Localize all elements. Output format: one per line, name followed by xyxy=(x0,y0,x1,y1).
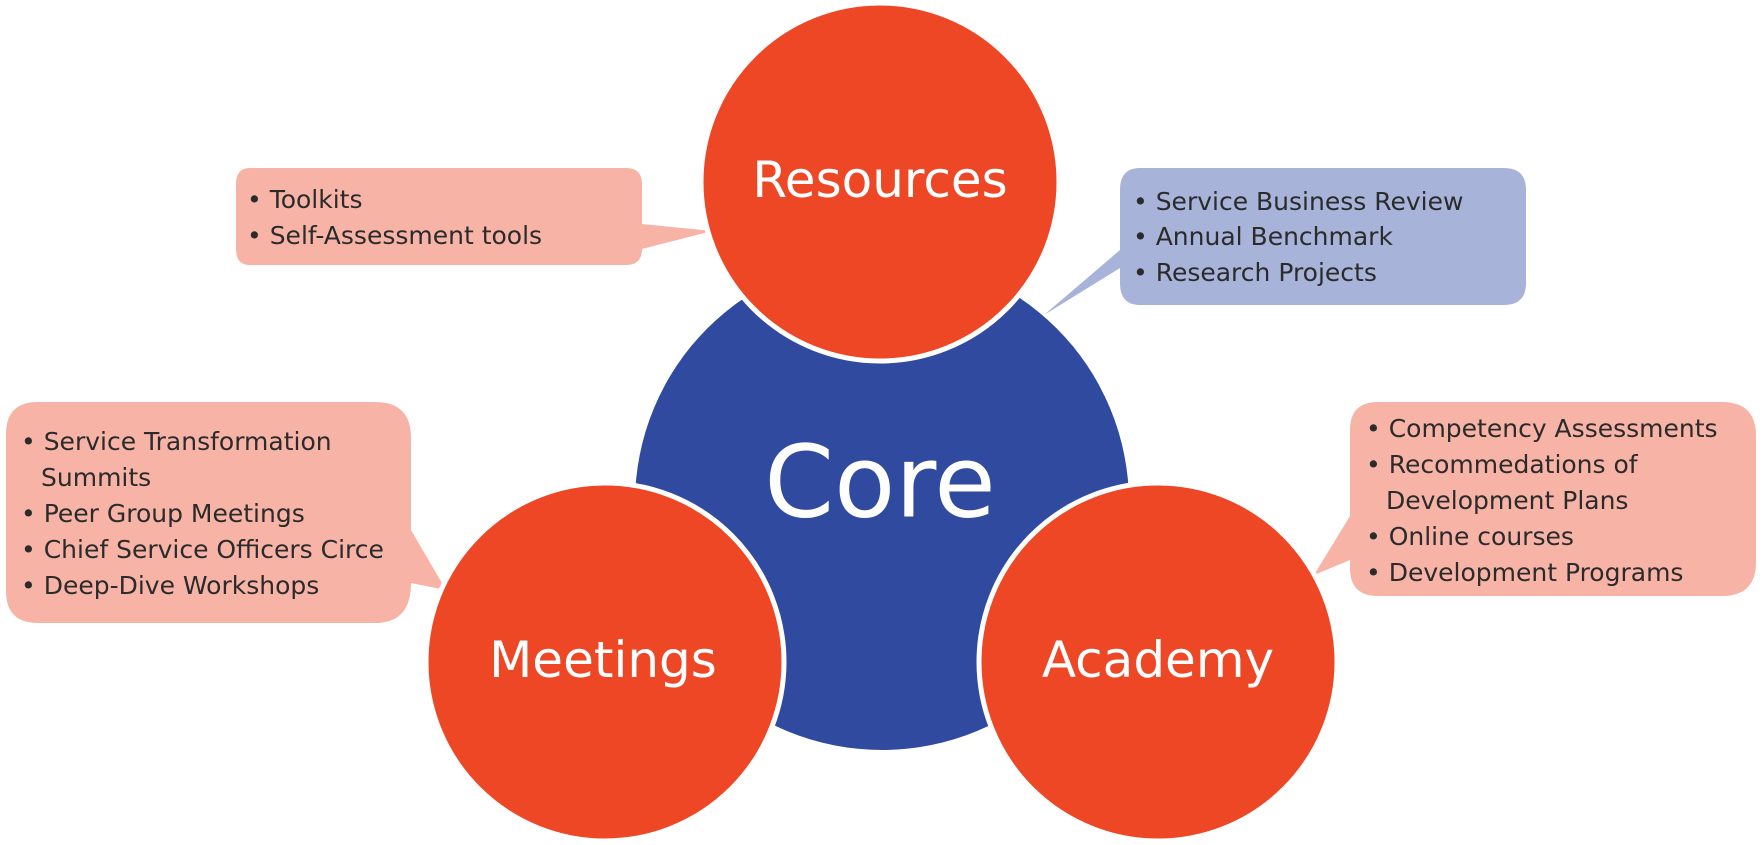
callout-resources-bubble xyxy=(236,168,712,265)
callout-academy-line-2: • Recommedations of xyxy=(1366,450,1639,479)
callout-core-line-3: • Research Projects xyxy=(1133,258,1377,287)
callout-meetings-bubble xyxy=(6,402,446,623)
academy-circle xyxy=(976,480,1340,844)
resources-circle xyxy=(698,0,1062,364)
callout-academy-line-5: • Development Programs xyxy=(1366,558,1683,587)
callout-resources-line-2: • Self-Assessment tools xyxy=(247,221,542,250)
core-label: Core xyxy=(764,424,995,541)
callout-core-bubble xyxy=(1044,168,1526,315)
meetings-circle xyxy=(423,480,787,844)
callout-meetings-line-3: • Peer Group Meetings xyxy=(21,499,305,528)
callout-core-line-1: • Service Business Review xyxy=(1133,187,1463,216)
meetings-node: Meetings xyxy=(423,480,787,844)
academy-label: Academy xyxy=(1042,631,1274,689)
callout-meetings-line-2: Summits xyxy=(41,463,151,492)
callout-academy-line-1: • Competency Assessments xyxy=(1366,414,1718,443)
callout-academy: • Competency Assessments • Recommedation… xyxy=(1314,402,1756,596)
callout-core-line-2: • Annual Benchmark xyxy=(1133,222,1393,251)
callout-academy-bubble xyxy=(1314,402,1756,596)
meetings-label: Meetings xyxy=(489,631,717,689)
callout-meetings: • Service Transformation Summits • Peer … xyxy=(6,402,446,623)
callout-core: • Service Business Review • Annual Bench… xyxy=(1044,168,1526,315)
callout-academy-line-4: • Online courses xyxy=(1366,522,1574,551)
callout-resources: • Toolkits • Self-Assessment tools xyxy=(236,168,712,265)
callout-meetings-line-5: • Deep-Dive Workshops xyxy=(21,571,319,600)
callout-meetings-line-4: • Chief Service Officers Circe xyxy=(21,535,384,564)
resources-label: Resources xyxy=(752,151,1007,209)
academy-node: Academy xyxy=(976,480,1340,844)
callout-meetings-line-1: • Service Transformation xyxy=(21,427,332,456)
callout-academy-line-3: Development Plans xyxy=(1386,486,1628,515)
callout-resources-line-1: • Toolkits xyxy=(247,185,363,214)
resources-node: Resources xyxy=(698,0,1062,364)
